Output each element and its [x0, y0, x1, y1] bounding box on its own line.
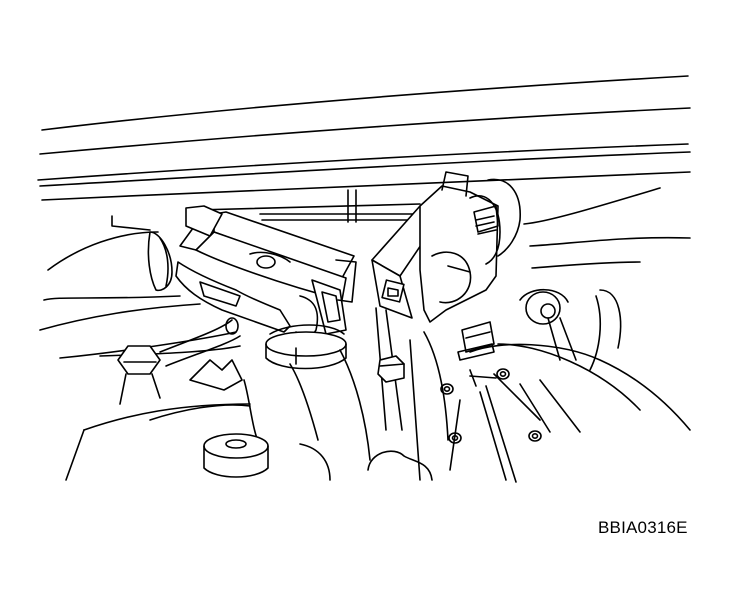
lower-left-components [65, 317, 261, 481]
right-connector [371, 171, 691, 323]
left-connector [175, 205, 357, 338]
engine-block-lines [289, 295, 602, 481]
bolt [496, 368, 510, 380]
left-intake-hose [39, 231, 241, 359]
bolt [440, 383, 454, 395]
grommet [519, 289, 622, 361]
upper-panel-lines [37, 75, 691, 201]
bolt [528, 430, 542, 442]
figure-code: BBIA0316E [598, 518, 688, 537]
mounting-bracket [449, 321, 691, 483]
oil-filler-cap [265, 324, 347, 370]
firewall-ribs [111, 189, 421, 231]
bolt-set [440, 368, 542, 444]
bolt [448, 432, 462, 444]
bushing [203, 433, 269, 478]
dipstick [367, 307, 433, 481]
